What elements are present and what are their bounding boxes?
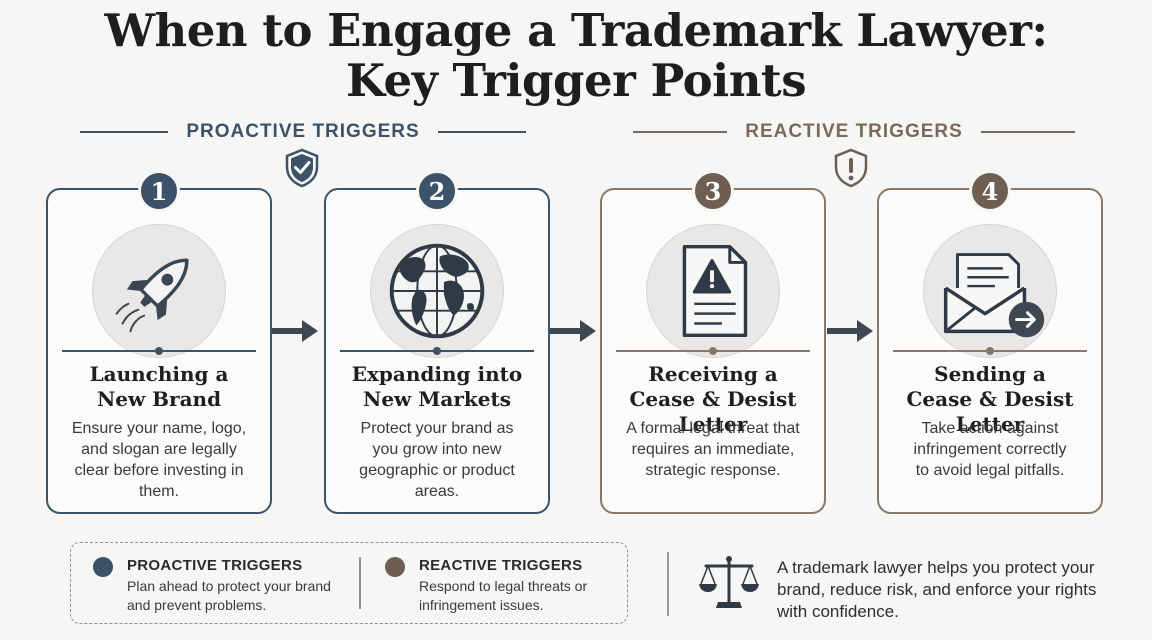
card-title: Receiving a Cease & Desist Letter: [608, 362, 818, 437]
card-desc-line: geographic or product: [359, 462, 515, 479]
legend-box: PROACTIVE TRIGGERS Plan ahead to protect…: [70, 542, 628, 624]
card-title-line: New Brand: [96, 387, 222, 411]
proactive-section-label: PROACTIVE TRIGGERS: [186, 121, 420, 142]
divider-dot: [709, 347, 717, 355]
card-desc-line: Protect your brand as: [360, 420, 514, 437]
warning-document-icon: [646, 224, 780, 358]
footer-line: A trademark lawyer helps you protect you…: [777, 558, 1095, 577]
card-desc-line: infringement correctly: [913, 441, 1067, 458]
rocket-icon: [92, 224, 226, 358]
page-title: When to Engage a Trademark Lawyer: Key T…: [0, 6, 1152, 106]
card-desc-line: areas.: [414, 483, 460, 500]
legend-description: Plan ahead to protect your brand and pre…: [127, 577, 347, 615]
flow-arrow-icon: [827, 318, 875, 344]
card-title-line: Cease & Desist Letter: [629, 387, 797, 436]
header-rule-right: [980, 131, 1076, 133]
card-title-line: Receiving a: [648, 362, 778, 386]
legend-item-proactive: PROACTIVE TRIGGERS Plan ahead to protect…: [71, 543, 341, 623]
divider-dot: [986, 347, 994, 355]
header-rule-left: [633, 131, 728, 133]
envelope-send-icon: [923, 224, 1057, 358]
card-title: Expanding into New Markets: [332, 362, 542, 412]
legend-dot-proactive: [93, 557, 113, 577]
title-line-1: When to Engage a Trademark Lawyer:: [104, 4, 1048, 57]
legend-title: PROACTIVE TRIGGERS: [127, 557, 303, 574]
trigger-card-3: 3 Receiving a Cease & Desist Letter A fo…: [600, 170, 826, 514]
card-description: A formal legal threat that requires an i…: [616, 418, 810, 481]
card-title-line: Launching a: [89, 362, 229, 386]
card-divider: [340, 347, 534, 355]
footer-message: A trademark lawyer helps you protect you…: [777, 557, 1107, 623]
divider-dot: [155, 347, 163, 355]
card-title-line: Cease & Desist Letter: [906, 387, 1074, 436]
card-title-line: Sending a: [934, 362, 1046, 386]
legend-desc-line: infringement issues.: [419, 597, 544, 613]
card-description: Protect your brand as you grow into new …: [340, 418, 534, 502]
card-desc-line: to avoid legal pitfalls.: [915, 462, 1065, 479]
trigger-card-2: 2 Expanding into New Markets Protect you…: [324, 170, 550, 514]
trigger-card-4: 4 Sending a Cease & Desist Letter Take a…: [877, 170, 1103, 514]
header-rule-right: [437, 131, 527, 133]
card-title-line: Expanding into: [351, 362, 523, 386]
step-number-badge: 1: [138, 170, 180, 212]
card-title-line: New Markets: [363, 387, 511, 411]
legend-description: Respond to legal threats or infringement…: [419, 577, 639, 615]
flow-arrow-icon: [272, 318, 320, 344]
globe-icon: [370, 224, 504, 358]
flow-arrow-icon: [550, 318, 598, 344]
card-title: Launching a New Brand: [54, 362, 264, 412]
card-desc-line: A formal legal threat that: [626, 420, 800, 437]
step-number-badge: 2: [416, 170, 458, 212]
card-desc-line: Take action against: [921, 420, 1059, 437]
header-rule-left: [80, 131, 169, 133]
footer-line: with confidence.: [777, 602, 899, 621]
reactive-section-label: REACTIVE TRIGGERS: [745, 121, 963, 142]
step-number-badge: 3: [692, 170, 734, 212]
reactive-section-header: REACTIVE TRIGGERS: [633, 118, 1076, 146]
card-desc-line: and slogan are legally: [81, 441, 237, 458]
legend-desc-line: Plan ahead to protect your brand: [127, 578, 331, 594]
card-desc-line: requires an immediate,: [631, 441, 795, 458]
trigger-card-1: 1 Launching a New Brand Ensure your name…: [46, 170, 272, 514]
card-divider: [616, 347, 810, 355]
shield-check-icon: [284, 148, 320, 188]
card-desc-line: Ensure your name, logo,: [71, 420, 247, 437]
card-desc-line: strategic response.: [645, 462, 781, 479]
card-desc-line: you grow into new: [372, 441, 502, 458]
card-desc-line: clear before investing in: [74, 462, 244, 479]
card-desc-line: them.: [138, 483, 179, 500]
card-divider: [62, 347, 256, 355]
legend-desc-line: Respond to legal threats or: [419, 578, 588, 594]
legend-title: REACTIVE TRIGGERS: [419, 557, 583, 574]
scales-of-justice-icon: [698, 554, 760, 610]
card-description: Take action against infringement correct…: [893, 418, 1087, 481]
legend-dot-reactive: [385, 557, 405, 577]
divider-dot: [433, 347, 441, 355]
footer-line: brand, reduce risk, and enforce your rig…: [777, 580, 1097, 599]
proactive-section-header: PROACTIVE TRIGGERS: [80, 118, 527, 146]
title-line-2: Key Trigger Points: [345, 54, 807, 107]
card-description: Ensure your name, logo, and slogan are l…: [62, 418, 256, 502]
card-title: Sending a Cease & Desist Letter: [885, 362, 1095, 437]
legend-item-reactive: REACTIVE TRIGGERS Respond to legal threa…: [363, 543, 633, 623]
shield-alert-icon: [833, 148, 869, 188]
legend-separator: [359, 557, 361, 609]
legend-desc-line: and prevent problems.: [127, 597, 267, 613]
step-number-badge: 4: [969, 170, 1011, 212]
footer-separator: [667, 552, 669, 616]
card-divider: [893, 347, 1087, 355]
